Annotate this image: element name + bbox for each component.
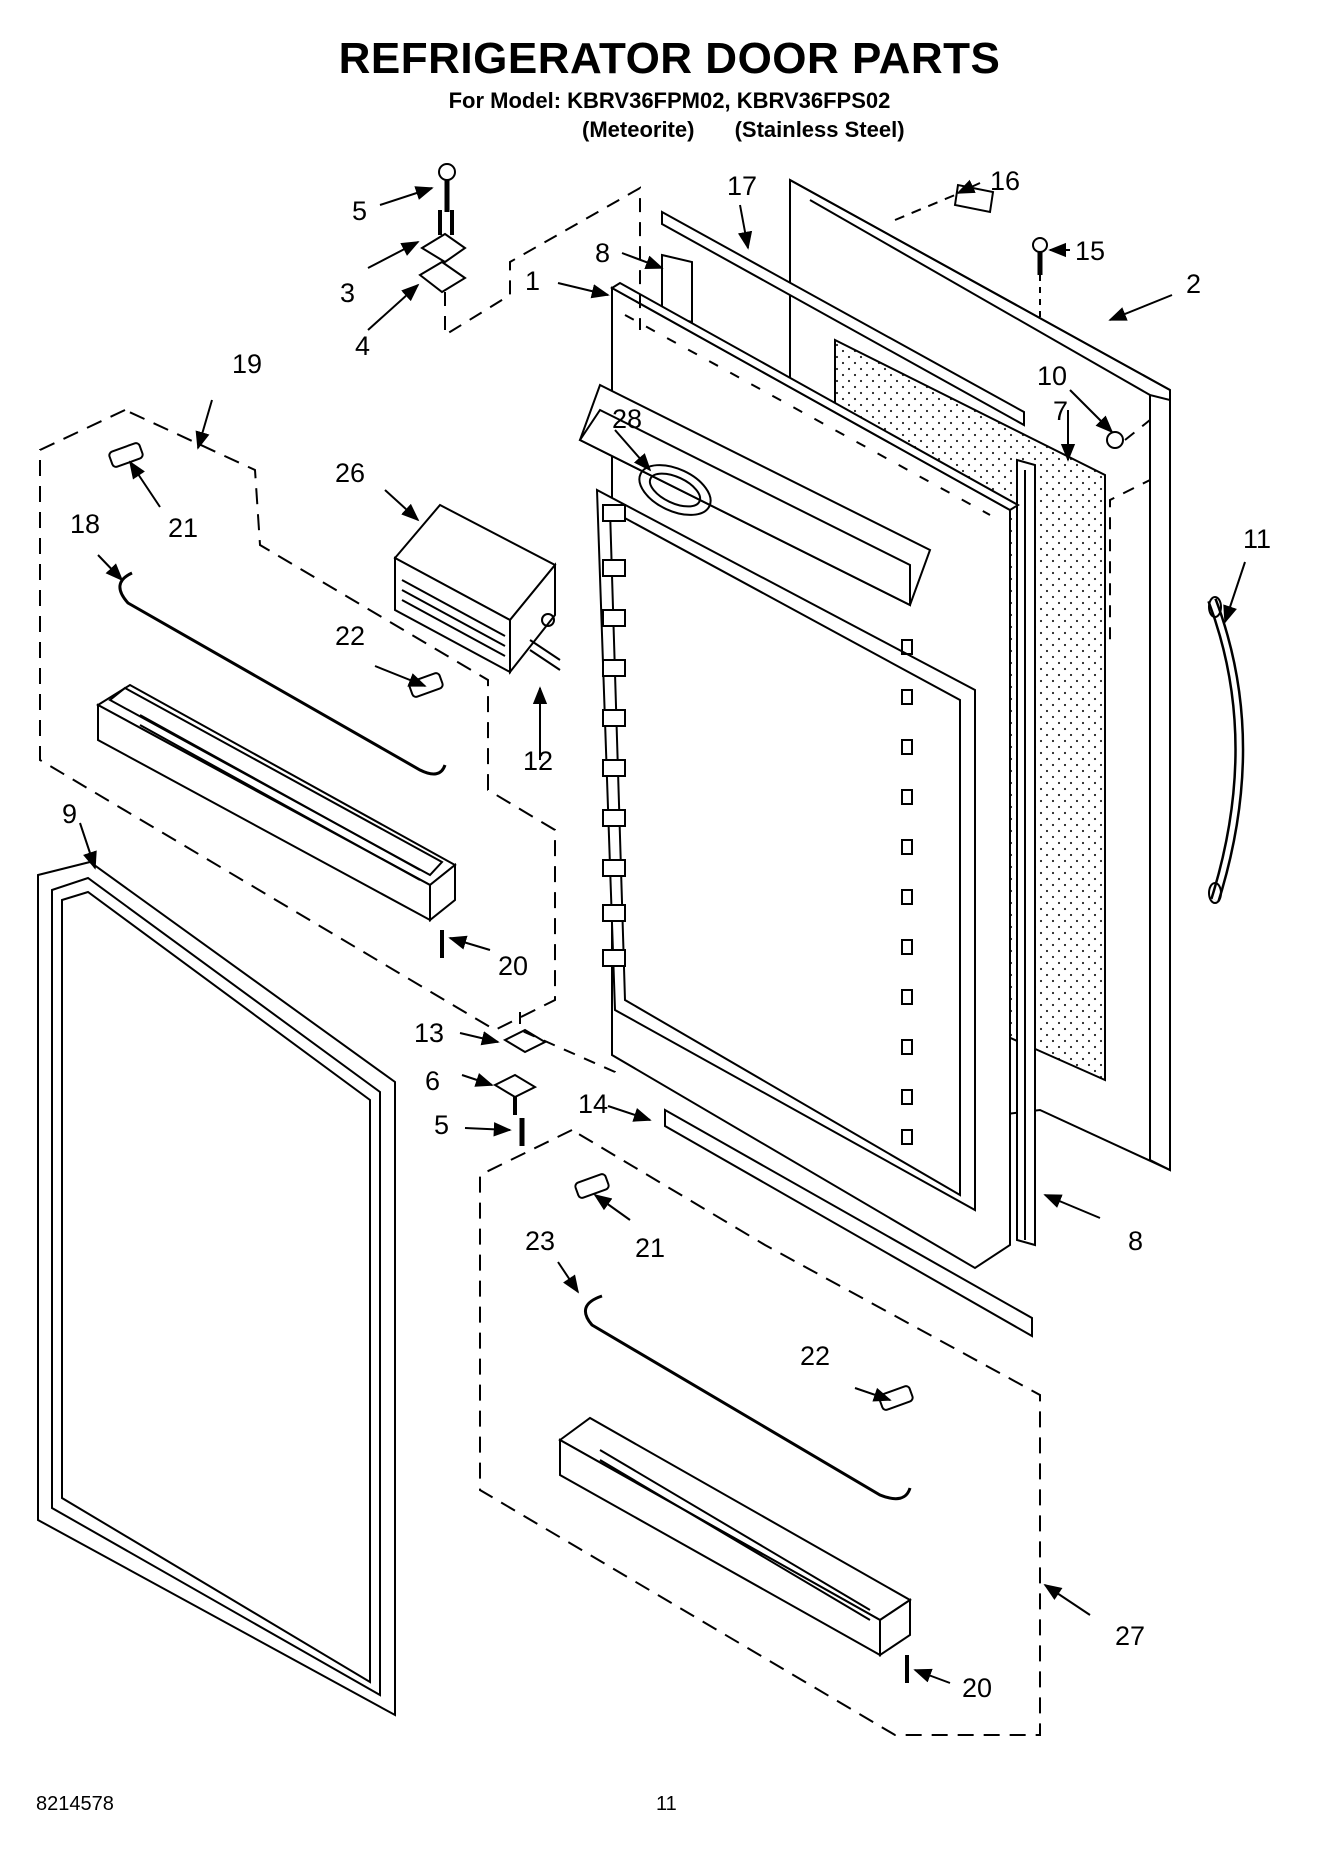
callout-7: 7 <box>1053 396 1068 426</box>
liner-right-tabs <box>901 639 913 1145</box>
callout-5-top: 5 <box>352 196 367 226</box>
bottom-trim-channel <box>664 1108 1033 1338</box>
variant-stainless-steel: (Stainless Steel) <box>734 117 905 142</box>
callout-leaders <box>79 179 1246 1684</box>
callout-18: 18 <box>70 509 100 539</box>
callout-8-top: 8 <box>595 238 610 268</box>
callout-16: 16 <box>990 166 1020 196</box>
screw-15 <box>1032 237 1048 322</box>
callout-1: 1 <box>525 266 540 296</box>
callout-17: 17 <box>727 171 757 201</box>
callout-4: 4 <box>355 331 370 361</box>
screw-10 <box>1106 417 1151 645</box>
lower-shelf-assembly <box>479 1129 1041 1736</box>
callout-21-lower: 21 <box>635 1233 665 1263</box>
callout-27: 27 <box>1115 1621 1145 1651</box>
label-16 <box>894 183 995 221</box>
callout-5-bottom: 5 <box>434 1110 449 1140</box>
model-variants: (Meteorite) (Stainless Steel) <box>582 117 939 143</box>
callout-13: 13 <box>414 1018 444 1048</box>
cover-spring <box>529 639 561 671</box>
door-gasket <box>37 860 396 1717</box>
side-trim-right <box>1016 458 1036 1247</box>
callout-15: 15 <box>1075 236 1105 266</box>
callout-9: 9 <box>62 799 77 829</box>
liner-shelf-supports <box>602 504 626 967</box>
callout-20-upper: 20 <box>498 951 528 981</box>
side-trim-left <box>661 253 693 324</box>
callout-19: 19 <box>232 349 262 379</box>
page-number: 11 <box>656 1793 677 1815</box>
callout-11: 11 <box>1243 524 1271 554</box>
page-title: REFRIGERATOR DOOR PARTS <box>338 34 1001 83</box>
model-line: For Model: KBRV36FPM02, KBRV36FPS02 <box>448 88 891 113</box>
callout-22-upper: 22 <box>335 621 365 651</box>
callout-22-lower: 22 <box>800 1341 830 1371</box>
inner-door-liner <box>578 281 1020 1270</box>
callout-21-upper: 21 <box>168 513 198 543</box>
variant-meteorite: (Meteorite) <box>582 117 695 142</box>
callout-26: 26 <box>335 458 365 488</box>
callout-3: 3 <box>340 278 355 308</box>
top-hinge-hardware <box>418 163 641 337</box>
callout-23: 23 <box>525 1226 555 1256</box>
door-handle <box>1207 596 1245 904</box>
callout-6: 6 <box>425 1066 440 1096</box>
callout-8-bottom: 8 <box>1128 1226 1143 1256</box>
callout-10: 10 <box>1037 361 1067 391</box>
document-number: 8214578 <box>36 1793 114 1815</box>
callout-20-lower: 20 <box>962 1673 992 1703</box>
dairy-compartment-cover <box>393 503 557 675</box>
callout-28: 28 <box>612 404 642 434</box>
callout-14: 14 <box>578 1089 608 1119</box>
callout-12: 12 <box>523 746 553 776</box>
bottom-hinge-hardware <box>492 1012 616 1146</box>
callout-2: 2 <box>1186 269 1201 299</box>
top-trim-channel <box>661 210 1025 427</box>
